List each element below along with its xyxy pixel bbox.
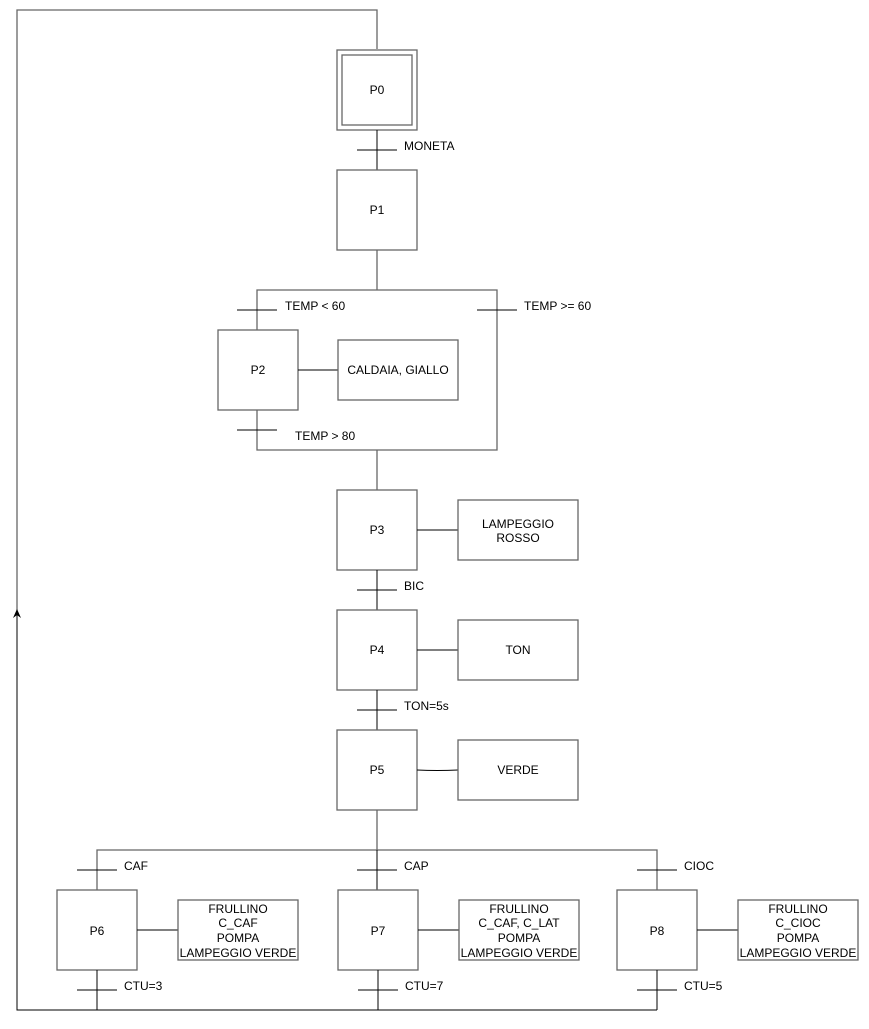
action-link (416, 769, 459, 771)
step-P3-label: P3 (370, 523, 385, 537)
step-P6-label: P6 (90, 924, 105, 938)
transition-label: TEMP >= 60 (524, 299, 591, 313)
action-text: POMPA (777, 931, 819, 945)
step-P2-label: P2 (251, 363, 266, 377)
transition-label: CTU=5 (684, 979, 723, 993)
transition-label: CTU=3 (124, 979, 163, 993)
action-text: FRULLINO (208, 902, 267, 916)
action-text: TON (505, 643, 530, 657)
action-box-P4[interactable] (457, 619, 579, 681)
step-P0-inner (341, 54, 413, 126)
action-text: LAMPEGGIO (482, 517, 554, 531)
return-loop-top (16, 9, 378, 612)
step-P8-label: P8 (650, 924, 665, 938)
step-P4[interactable] (336, 609, 418, 691)
action-box-P2[interactable] (337, 339, 459, 401)
action-box-P3[interactable] (457, 499, 579, 561)
action-box-P6[interactable] (177, 899, 299, 961)
return-loop-bottom (16, 612, 657, 1011)
transition-label: TEMP > 80 (295, 429, 355, 443)
action-box-P5[interactable] (457, 739, 579, 801)
step-P0-label: P0 (370, 83, 385, 97)
transition-label: TEMP < 60 (285, 299, 345, 313)
step-P5[interactable] (336, 729, 418, 811)
transition-label: BIC (404, 579, 424, 593)
action-text: VERDE (497, 763, 538, 777)
action-text: CALDAIA, GIALLO (347, 363, 448, 377)
transition-label: CIOC (684, 859, 714, 873)
step-P8[interactable] (616, 889, 698, 971)
step-P4-label: P4 (370, 643, 385, 657)
transition-label: TON=5s (404, 699, 449, 713)
step-P2[interactable] (217, 329, 299, 411)
step-P5-label: P5 (370, 763, 385, 777)
transition-label: CAP (404, 859, 429, 873)
step-P1[interactable] (336, 169, 418, 251)
action-text: LAMPEGGIO VERDE (180, 946, 297, 960)
action-text: POMPA (217, 931, 259, 945)
transition-label: CTU=7 (405, 979, 444, 993)
action-text: LAMPEGGIO VERDE (740, 946, 857, 960)
return-arrow-icon (13, 609, 21, 618)
action-box-P8[interactable] (737, 899, 859, 961)
action-text: LAMPEGGIO VERDE (461, 946, 578, 960)
transition-label: CAF (124, 859, 148, 873)
action-text: POMPA (498, 931, 540, 945)
action-text: C_CIOC (775, 916, 821, 930)
action-box-P7[interactable] (458, 899, 580, 961)
action-text: FRULLINO (768, 902, 827, 916)
transition-label: MONETA (404, 139, 454, 153)
action-text: FRULLINO (489, 902, 548, 916)
action-text: C_CAF, C_LAT (478, 916, 560, 930)
selection-frame (256, 289, 498, 451)
step-P1-label: P1 (370, 203, 385, 217)
step-P7-label: P7 (371, 924, 386, 938)
step-P6[interactable] (56, 889, 138, 971)
action-text: C_CAF (218, 916, 257, 930)
action-text: ROSSO (496, 531, 539, 545)
